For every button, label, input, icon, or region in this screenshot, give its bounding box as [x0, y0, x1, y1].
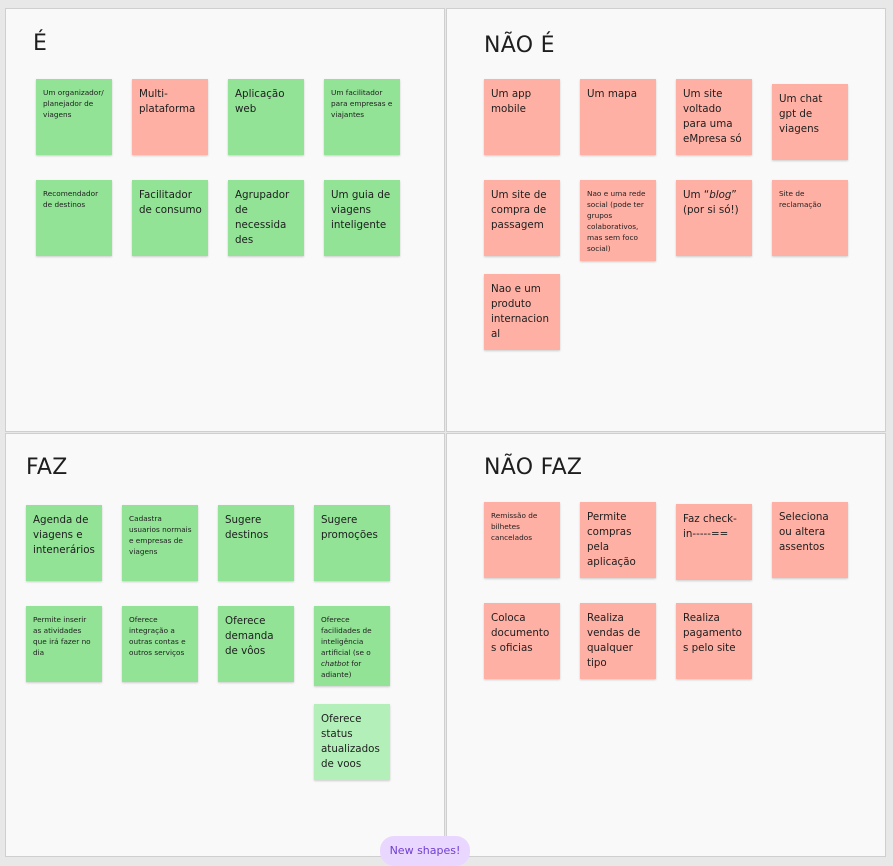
sticky-note[interactable]: Oferece status atualizados de voos: [314, 704, 390, 780]
sticky-note[interactable]: Coloca documentos oficias: [484, 603, 560, 679]
note-text-em: chatbot: [321, 659, 349, 668]
sticky-note[interactable]: Multi-plataforma: [132, 79, 208, 155]
sticky-note[interactable]: Permite inserir as atividades que irá fa…: [26, 606, 102, 682]
sticky-note[interactable]: Faz check-in-----==: [676, 504, 752, 580]
sticky-note[interactable]: Permite compras pela aplicação: [580, 502, 656, 578]
sticky-note[interactable]: Um mapa: [580, 79, 656, 155]
sticky-note[interactable]: Sugere destinos: [218, 505, 294, 581]
note-text-pre: Um “: [683, 189, 710, 201]
sticky-note[interactable]: Remissão de bilhetes cancelados: [484, 502, 560, 578]
sticky-note[interactable]: Um site de compra de passagem: [484, 180, 560, 256]
sticky-note[interactable]: Nao e um produto internacional: [484, 274, 560, 350]
sticky-note[interactable]: Cadastra usuarios normais e empresas de …: [122, 505, 198, 581]
sticky-note[interactable]: Site de reclamação: [772, 180, 848, 256]
sticky-note[interactable]: Agenda de viagens e intenerários: [26, 505, 102, 581]
sticky-note[interactable]: Um app mobile: [484, 79, 560, 155]
sticky-note[interactable]: Realiza vendas de qualquer tipo: [580, 603, 656, 679]
sticky-note[interactable]: Um guia de viagens inteligente: [324, 180, 400, 256]
sticky-note[interactable]: Oferece facilidades de inteligência arti…: [314, 606, 390, 686]
sticky-note[interactable]: Aplicação web: [228, 79, 304, 155]
sticky-note[interactable]: Agrupador de necessida des: [228, 180, 304, 256]
new-shapes-button[interactable]: New shapes!: [380, 836, 470, 866]
note-text-post: for adiante): [321, 659, 362, 679]
sticky-note[interactable]: Facilitador de consumo: [132, 180, 208, 256]
sticky-note[interactable]: Um site voltado para uma eMpresa só: [676, 79, 752, 155]
sticky-note[interactable]: Seleciona ou altera assentos: [772, 502, 848, 578]
note-text-post: ” (por si só!): [683, 189, 739, 216]
sticky-note[interactable]: Sugere promoções: [314, 505, 390, 581]
note-text-em: blog: [709, 189, 732, 201]
sticky-note[interactable]: Oferece demanda de vôos: [218, 606, 294, 682]
frame-title-nao-e: NÃO É: [484, 33, 555, 58]
sticky-note[interactable]: Nao e uma rede social (pode ter grupos c…: [580, 180, 656, 261]
sticky-note[interactable]: Oferece integração a outras contas e out…: [122, 606, 198, 682]
frame-title-e: É: [33, 31, 48, 56]
note-text-pre: Oferece facilidades de inteligência arti…: [321, 615, 372, 657]
sticky-note[interactable]: Um organizador/ planejador de viagens: [36, 79, 112, 155]
sticky-note[interactable]: Um “blog” (por si só!): [676, 180, 752, 256]
sticky-note[interactable]: Um facilitador para empresas e viajantes: [324, 79, 400, 155]
frame-title-faz: FAZ: [26, 455, 68, 480]
sticky-note[interactable]: Um chat gpt de viagens: [772, 84, 848, 160]
sticky-note[interactable]: Realiza pagamentos pelo site: [676, 603, 752, 679]
frame-title-nao-faz: NÃO FAZ: [484, 455, 583, 480]
sticky-note[interactable]: Recomendador de destinos: [36, 180, 112, 256]
